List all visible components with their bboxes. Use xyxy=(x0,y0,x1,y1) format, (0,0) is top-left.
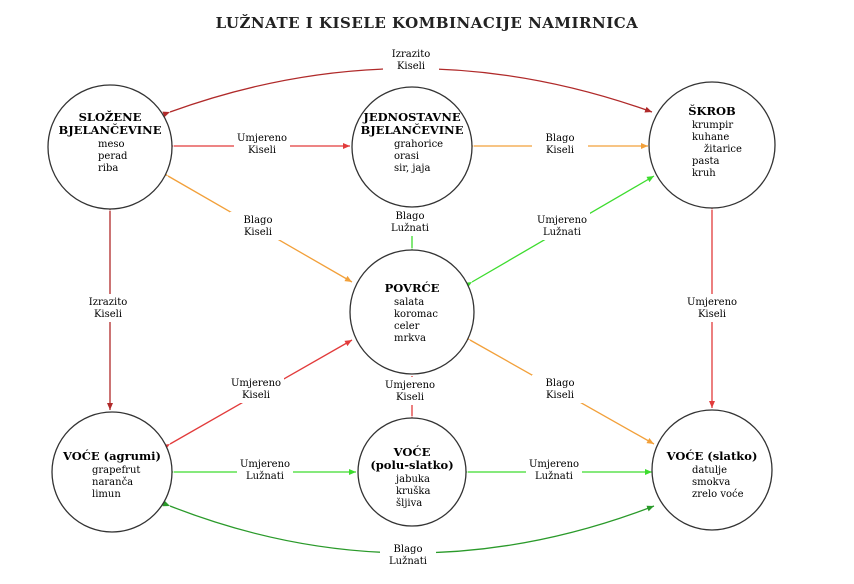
node-item-jednostavne-2: sir, jaja xyxy=(394,163,431,174)
edge-label-jednostavne-skrob-1: Kiseli xyxy=(546,145,574,156)
edge-label-bg-slozene-jednostavne xyxy=(234,130,290,158)
edge-label-slozene-povrce-0: Blago xyxy=(244,215,273,226)
edge-label-slozene-jednostavne-0: Umjereno xyxy=(237,133,287,144)
node-item-jednostavne-0: grahorice xyxy=(394,139,443,150)
node-item-slozene-1: perad xyxy=(98,151,128,162)
node-item-voce-agrumi-1: naranča xyxy=(92,477,133,488)
node-item-voce-slatko-0: datulje xyxy=(692,465,727,476)
edge-label-agrumi-slatko-1: Lužnati xyxy=(389,556,427,567)
node-item-voce-polu-1: kruška xyxy=(396,486,430,497)
edge-label-agrumi-povrce-0: Umjereno xyxy=(231,378,281,389)
node-item-povrce-1: koromac xyxy=(394,309,438,320)
node-item-skrob-0: krumpir xyxy=(692,120,733,131)
node-item-voce-slatko-2: zrelo voće xyxy=(692,489,744,500)
edge-label-slozene-povrce-1: Kiseli xyxy=(244,227,272,238)
node-item-jednostavne-1: orasi xyxy=(394,151,419,162)
node-item-voce-agrumi-0: grapefrut xyxy=(92,465,140,476)
node-item-skrob-2: žitarice xyxy=(704,144,742,155)
node-title-slozene-1: BJELANČEVINE xyxy=(59,123,162,137)
edge-label-bg-jednostavne-skrob xyxy=(532,130,588,158)
edge-label-slozene-skrob-0: Izrazito xyxy=(392,49,430,60)
edge-label-bg-slozene-skrob xyxy=(383,46,439,74)
edge-label-povrce-jednostavne-0: Blago xyxy=(396,211,425,222)
edge-label-bg-polu-slatko xyxy=(526,456,582,484)
node-title-voce-polu-1: (polu-slatko) xyxy=(370,458,453,472)
edge-label-bg-povrce-skrob xyxy=(534,212,590,240)
edge-label-agrumi-povrce-1: Kiseli xyxy=(242,390,270,401)
diagram-title: LUŽNATE I KISELE KOMBINACIJE NAMIRNICA xyxy=(215,14,639,32)
edge-label-slozene-skrob-1: Kiseli xyxy=(397,61,425,72)
node-voce-polu xyxy=(357,417,467,527)
edge-label-jednostavne-skrob-0: Blago xyxy=(546,133,575,144)
node-item-voce-agrumi-2: limun xyxy=(92,489,121,500)
node-title-skrob-0: ŠKROB xyxy=(688,104,736,118)
edge-label-agrumi-polu-1: Lužnati xyxy=(246,471,284,482)
node-item-voce-slatko-1: smokva xyxy=(692,477,730,488)
edge-label-agrumi-slatko-0: Blago xyxy=(394,544,423,555)
node-slozene xyxy=(47,84,173,210)
edge-label-povrce-slatko-1: Kiseli xyxy=(546,390,574,401)
node-item-povrce-3: mrkva xyxy=(394,333,426,344)
edge-label-bg-povrce-jednostavne xyxy=(382,208,438,236)
node-voce-slatko xyxy=(651,409,773,531)
node-item-skrob-1: kuhane xyxy=(692,132,729,143)
node-title-povrce-0: POVRĆE xyxy=(385,281,440,295)
node-title-voce-slatko-0: VOĆE (slatko) xyxy=(666,449,758,463)
edge-label-bg-povrce-slatko xyxy=(532,375,588,403)
node-skrob xyxy=(648,81,776,209)
edge-label-skrob-slatko-1: Kiseli xyxy=(698,309,726,320)
node-title-voce-agrumi-0: VOĆE (agrumi) xyxy=(62,449,161,463)
edge-label-skrob-slatko-0: Umjereno xyxy=(687,297,737,308)
edge-label-polu-slatko-1: Lužnati xyxy=(535,471,573,482)
edge-label-bg-skrob-slatko xyxy=(684,294,740,322)
edge-label-povrce-skrob-1: Lužnati xyxy=(543,227,581,238)
edge-label-slozene-agrumi-1: Kiseli xyxy=(94,309,122,320)
node-item-skrob-3: pasta xyxy=(692,156,720,167)
node-voce-agrumi xyxy=(51,411,173,533)
edge-label-bg-agrumi-polu xyxy=(237,456,293,484)
edge-label-slozene-jednostavne-1: Kiseli xyxy=(248,145,276,156)
edge-label-bg-agrumi-slatko xyxy=(380,541,436,569)
node-title-slozene-0: SLOŽENE xyxy=(79,110,142,124)
edge-label-povrce-skrob-0: Umjereno xyxy=(537,215,587,226)
edge-label-polu-povrce-0: Umjereno xyxy=(385,380,435,391)
node-item-voce-polu-2: šljiva xyxy=(396,498,422,509)
node-povrce xyxy=(349,249,475,375)
edge-label-polu-povrce-1: Kiseli xyxy=(396,392,424,403)
edge-label-polu-slatko-0: Umjereno xyxy=(529,459,579,470)
edge-label-slozene-agrumi-0: Izrazito xyxy=(89,297,127,308)
edge-label-bg-slozene-agrumi xyxy=(80,294,136,322)
edge-label-bg-agrumi-povrce xyxy=(228,375,284,403)
edge-label-bg-polu-povrce xyxy=(382,377,438,405)
edge-label-agrumi-polu-0: Umjereno xyxy=(240,459,290,470)
node-title-jednostavne-0: JEDNOSTAVNE xyxy=(362,110,460,124)
node-item-voce-polu-0: jabuka xyxy=(395,474,430,485)
node-title-voce-polu-0: VOĆE xyxy=(393,445,431,459)
edge-label-bg-slozene-povrce xyxy=(230,212,286,240)
node-item-slozene-2: riba xyxy=(98,163,118,174)
edge-label-povrce-slatko-0: Blago xyxy=(546,378,575,389)
node-jednostavne xyxy=(351,86,473,208)
node-item-slozene-0: meso xyxy=(98,139,125,150)
edge-label-povrce-jednostavne-1: Lužnati xyxy=(391,223,429,234)
node-item-povrce-2: celer xyxy=(394,321,420,332)
node-title-jednostavne-1: BJELANČEVINE xyxy=(361,123,464,137)
node-item-povrce-0: salata xyxy=(394,297,424,308)
node-item-skrob-4: kruh xyxy=(692,168,716,179)
